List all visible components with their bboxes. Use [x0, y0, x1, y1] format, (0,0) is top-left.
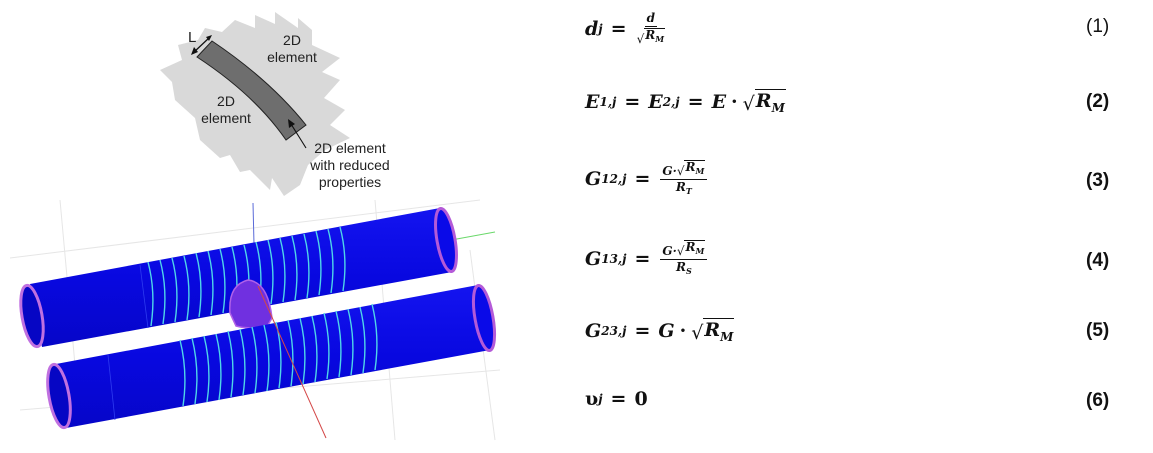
eq4-num-g: G· [662, 244, 677, 258]
sqrt-icon: √ [676, 244, 685, 258]
eq3-den-var: R [675, 180, 686, 194]
eq3-num-var: R [685, 160, 696, 174]
eq2-dot: · [731, 91, 738, 113]
eq2-term2-sub: 2,j [662, 95, 680, 109]
lower-2d-element-label: 2D element [196, 93, 256, 127]
length-label: L [188, 29, 197, 46]
eq1-den-var: R [645, 28, 656, 42]
eq5-equals: = [634, 320, 651, 342]
eq4-lhs-sub: 13,j [601, 252, 627, 266]
eq2-sqrt-sub: M [771, 101, 785, 115]
length-arrowhead-a-icon [191, 47, 198, 55]
eq1-numerator: d [644, 11, 657, 27]
top-pipe-rings [147, 226, 346, 327]
eq4-num-var: R [685, 240, 696, 254]
eq4-den-var: R [675, 260, 686, 274]
reduced-element-strip [196, 40, 307, 141]
eq2-term1-sub: 1,j [599, 95, 617, 109]
equation-5-number: (5) [1086, 320, 1110, 341]
eq5-lhs-sub: 23,j [601, 324, 627, 338]
equation-3-number: (3) [1086, 170, 1110, 191]
reduced-element-callout: 2D element with reduced properties [300, 140, 400, 191]
callout-line2: with reduced [310, 157, 390, 173]
eq5-lhs: G [585, 320, 602, 342]
eq1-fraction: d √RM [637, 12, 666, 46]
top-pipe [19, 206, 458, 349]
eq2-term2: E [648, 91, 663, 113]
equation-1-number: (1) [1086, 16, 1110, 37]
equation-6-number: (6) [1086, 390, 1110, 411]
eq6-lhs: υ [585, 388, 599, 410]
eq4-numerator: G·√RM [660, 240, 708, 260]
callout-line3: properties [318, 174, 382, 190]
eq4-fraction: G·√RM RS [660, 240, 708, 278]
callout-arrowhead-icon [288, 119, 295, 128]
pipe-model [9, 199, 501, 441]
eq4-denominator: RS [676, 260, 692, 278]
sqrt-icon: √ [676, 164, 685, 178]
bottom-pipe-rings [179, 303, 378, 407]
eq4-lhs: G [585, 248, 602, 270]
eq2-term1: E [585, 91, 600, 113]
eq6-rhs: 0 [634, 388, 648, 410]
eq1-den-sub: M [655, 34, 665, 44]
sqrt-icon: √ [636, 32, 645, 46]
eq4-equals: = [634, 248, 651, 270]
eq3-lhs-sub: 12,j [601, 172, 627, 186]
eq2-sqrt-var: R [755, 90, 772, 112]
eq2-equals-a: = [624, 91, 641, 113]
lower-label-line1: 2D [217, 93, 235, 109]
sqrt-icon: √ [742, 93, 755, 115]
eq3-lhs: G [585, 168, 602, 190]
upper-2d-element-label: 2D element [262, 32, 322, 66]
eq1-lhs-sub: j [598, 22, 603, 36]
eq5-sqrt-sub: M [720, 330, 734, 344]
inset-diagram [160, 12, 350, 196]
figure-panel: L 2D element 2D element 2D element with … [0, 0, 520, 453]
x-axis-line [257, 285, 327, 439]
upper-label-line1: 2D [283, 32, 301, 48]
eq1-lhs: d [585, 18, 599, 40]
eq1-denominator: √RM [637, 27, 666, 46]
length-arrowhead-b-icon [206, 35, 212, 41]
pipe-junction [229, 279, 273, 329]
eq4-num-sub: M [695, 246, 705, 256]
equation-2-number: (2) [1086, 91, 1110, 112]
eq6-lhs-sub: j [598, 392, 603, 406]
eq1-equals: = [610, 18, 627, 40]
eq2-sqrt: √RM [743, 89, 786, 115]
eq3-num-sub: M [695, 166, 705, 176]
eq6-equals: = [610, 388, 627, 410]
upper-label-line2: element [267, 49, 317, 65]
eq5-sqrt-var: R [704, 319, 721, 341]
eq5-sqrt: √RM [691, 318, 735, 344]
bottom-pipe [46, 283, 497, 430]
eq2-term3: E [711, 91, 727, 113]
lower-label-line2: element [201, 110, 251, 126]
figure-graphics [9, 12, 501, 441]
sqrt-icon: √ [691, 322, 704, 344]
eq3-equals: = [634, 168, 651, 190]
eq2-equals-b: = [687, 91, 704, 113]
callout-line1: 2D element [314, 140, 386, 156]
eq3-num-g: G· [662, 164, 677, 178]
eq5-dot: · [679, 320, 687, 342]
eq5-term: G [658, 320, 675, 342]
eq3-numerator: G·√RM [660, 160, 708, 180]
eq3-den-sub: T [685, 186, 692, 196]
eq3-denominator: RT [676, 180, 692, 198]
eq4-den-sub: S [685, 266, 692, 276]
eq3-fraction: G·√RM RT [660, 160, 708, 198]
equation-4-number: (4) [1086, 250, 1110, 271]
callout-arrow-icon [290, 123, 307, 149]
